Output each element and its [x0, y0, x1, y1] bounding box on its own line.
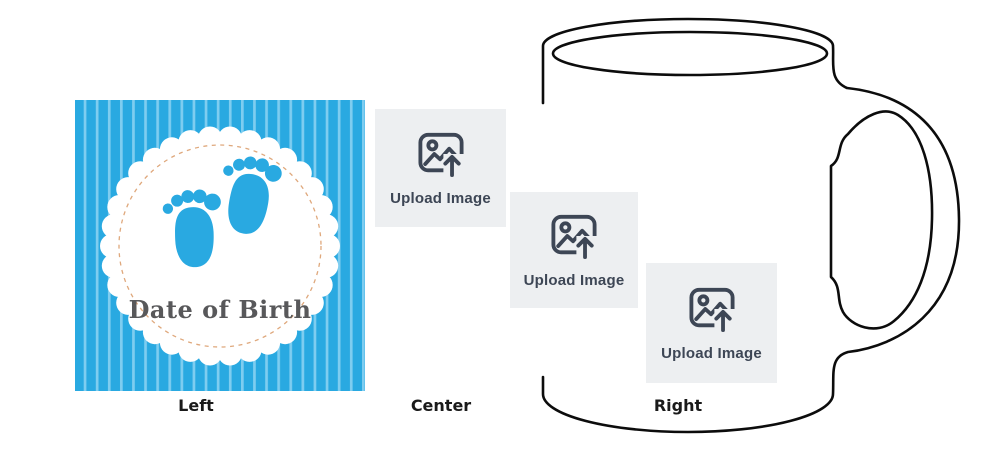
image-upload-icon	[417, 132, 464, 178]
mug-rim-inner	[551, 30, 829, 77]
position-label-right: Right	[653, 396, 703, 415]
badge-circle	[110, 136, 330, 356]
upload-image-label: Upload Image	[390, 190, 491, 207]
position-label-left: Left	[178, 396, 214, 415]
upload-image-button-1[interactable]: Upload Image	[375, 109, 506, 227]
upload-image-label: Upload Image	[661, 345, 762, 362]
upload-image-button-3[interactable]: Upload Image	[646, 263, 777, 383]
baby-feet-design-graphic: Date of Birth	[75, 100, 365, 391]
design-preview-left-slot[interactable]: Date of Birth	[75, 100, 365, 391]
image-upload-icon	[688, 287, 735, 333]
design-title: Date of Birth	[129, 295, 312, 324]
upload-image-button-2[interactable]: Upload Image	[510, 192, 638, 308]
upload-image-label: Upload Image	[523, 272, 625, 289]
image-upload-icon	[551, 214, 597, 260]
mug-handle-hole	[829, 110, 934, 330]
stitch-ring	[118, 144, 322, 348]
position-label-center: Center	[410, 396, 472, 415]
mug-outline-graphic	[541, 17, 961, 434]
mug-body-outline	[541, 17, 961, 434]
